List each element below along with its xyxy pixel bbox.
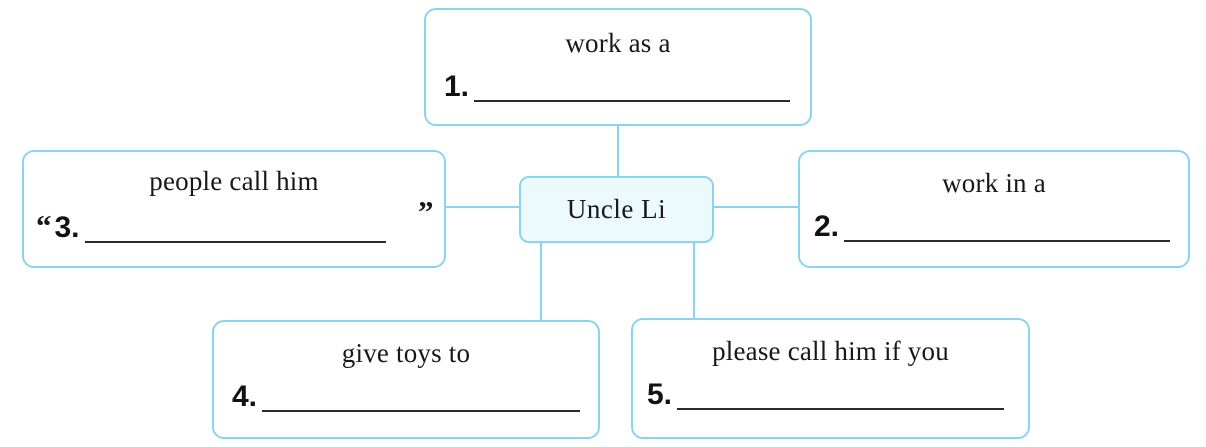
branch-3-blank-line[interactable] bbox=[84, 215, 386, 243]
branch-5-prompt: please call him if you bbox=[712, 336, 949, 366]
branch-box-4[interactable]: give toys to 4. bbox=[212, 320, 600, 439]
branch-2-prompt: work in a bbox=[942, 168, 1046, 198]
branch-5-number: 5. bbox=[647, 378, 673, 411]
branch-box-5[interactable]: please call him if you 5. bbox=[631, 318, 1030, 439]
branch-4-number: 4. bbox=[232, 380, 258, 413]
branch-2-answer-row[interactable]: 2. bbox=[814, 212, 1170, 242]
connector-center-to-branch-2 bbox=[712, 206, 798, 208]
opening-quote-icon: “ bbox=[36, 208, 52, 243]
branch-4-prompt: give toys to bbox=[341, 338, 471, 368]
branch-4-answer-row[interactable]: 4. bbox=[232, 382, 580, 412]
branch-2-number: 2. bbox=[814, 210, 840, 243]
connector-center-to-branch-5 bbox=[693, 241, 695, 322]
branch-2-blank-line[interactable] bbox=[844, 214, 1170, 242]
branch-1-prompt: work as a bbox=[565, 28, 671, 58]
center-node-uncle-li[interactable]: Uncle Li bbox=[519, 176, 714, 243]
branch-box-2[interactable]: work in a 2. bbox=[798, 150, 1190, 268]
branch-1-number: 1. bbox=[444, 70, 470, 103]
branch-1-answer-row[interactable]: 1. bbox=[444, 72, 790, 102]
closing-quote-icon: ” bbox=[418, 194, 434, 229]
connector-center-to-branch-3 bbox=[446, 206, 521, 208]
branch-5-blank-line[interactable] bbox=[677, 382, 1004, 410]
branch-box-3[interactable]: people call him “ 3. ” bbox=[22, 150, 446, 268]
connector-center-to-branch-4 bbox=[540, 241, 542, 322]
connector-center-to-branch-1 bbox=[617, 126, 619, 178]
branch-4-blank-line[interactable] bbox=[262, 384, 580, 412]
branch-5-answer-row[interactable]: 5. bbox=[647, 380, 1004, 410]
branch-3-answer-row[interactable]: “ 3. bbox=[36, 210, 386, 243]
center-node-label: Uncle Li bbox=[566, 194, 667, 224]
branch-3-number: 3. bbox=[54, 211, 80, 244]
branch-3-prompt: people call him bbox=[149, 166, 319, 196]
branch-1-blank-line[interactable] bbox=[474, 74, 790, 102]
branch-box-1[interactable]: work as a 1. bbox=[424, 8, 812, 126]
